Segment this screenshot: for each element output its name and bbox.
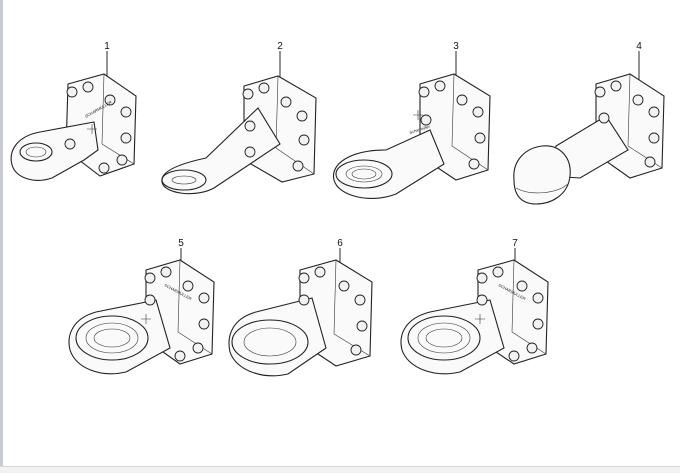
brand-label-3: Scharmüller: [409, 123, 431, 135]
part-3[interactable]: 3 Scharmüller: [332, 41, 491, 199]
part-2[interactable]: 2: [161, 41, 317, 195]
part-1[interactable]: 1 SCHARMÜLLER: [10, 41, 137, 181]
part-number-7: 7: [512, 238, 518, 249]
part-6[interactable]: 6: [228, 238, 373, 377]
part-number-3: 3: [453, 41, 459, 52]
part-number-5: 5: [178, 238, 184, 249]
part-7[interactable]: 7 SCHARMÜLLER: [400, 238, 549, 375]
part-number-1: 1: [104, 41, 110, 52]
part-number-2: 2: [277, 41, 283, 52]
part-number-6: 6: [337, 238, 343, 249]
part-5[interactable]: 5 SCHARMÜLLER: [68, 238, 215, 375]
part-4[interactable]: 4: [513, 41, 665, 205]
part-number-4: 4: [636, 41, 642, 52]
